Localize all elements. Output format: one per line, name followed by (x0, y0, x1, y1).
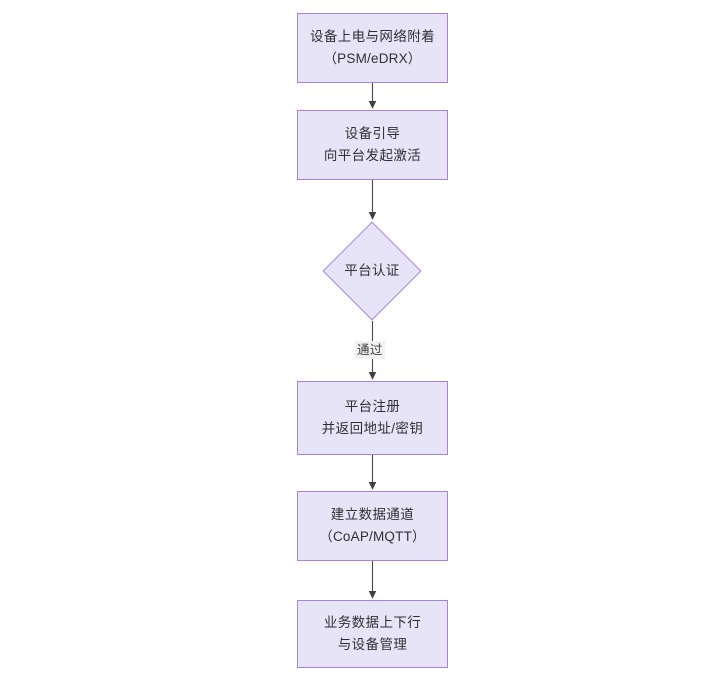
node-device-bootstrap[interactable]: 设备引导 向平台发起激活 (297, 110, 448, 180)
node-label-line: 与设备管理 (337, 637, 408, 652)
node-label-line: 设备引导 (344, 126, 401, 141)
node-establish-data-channel[interactable]: 建立数据通道 （CoAP/MQTT） (297, 491, 448, 561)
node-platform-authentication[interactable]: 平台认证 (322, 221, 422, 321)
node-label-line: 平台注册 (344, 399, 401, 414)
node-label-line: 设备上电与网络附着 (309, 29, 436, 44)
node-platform-registration[interactable]: 平台注册 并返回地址/密钥 (297, 381, 448, 455)
node-label-line: 建立数据通道 (330, 507, 415, 522)
node-label-line: （CoAP/MQTT） (319, 529, 426, 544)
node-label-line: （PSM/eDRX） (323, 51, 422, 66)
node-label-line: 平台认证 (344, 263, 400, 278)
node-label-line: 业务数据上下行 (323, 615, 422, 630)
node-device-power-on[interactable]: 设备上电与网络附着 （PSM/eDRX） (297, 13, 448, 83)
node-label-line: 向平台发起激活 (323, 148, 422, 163)
node-label-line: 并返回地址/密钥 (321, 421, 424, 436)
edge-label-pass: 通过 (355, 341, 385, 359)
node-business-data-and-device-management[interactable]: 业务数据上下行 与设备管理 (297, 600, 448, 668)
